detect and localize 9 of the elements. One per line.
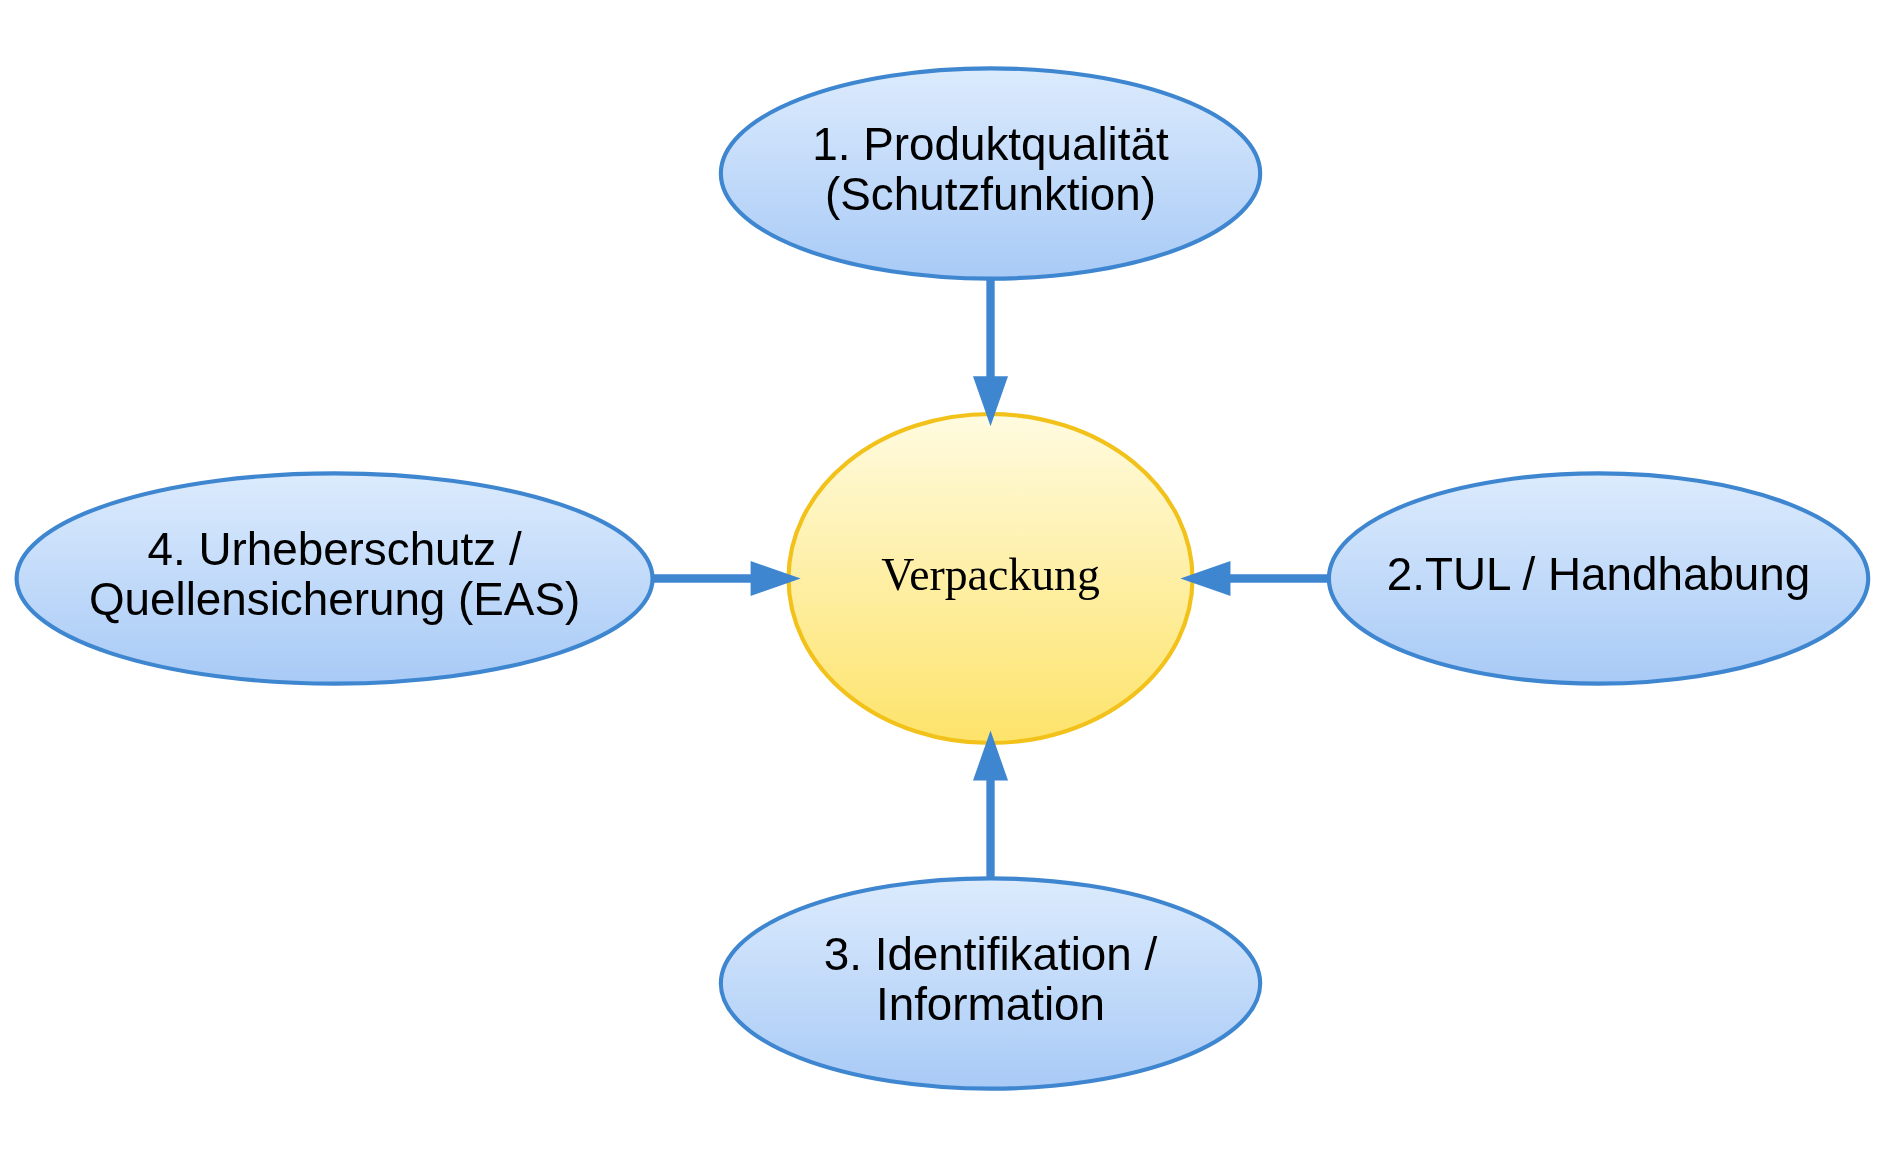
- arrow: [972, 278, 1009, 427]
- arrow: [1180, 560, 1329, 597]
- node-ellipse: 1. Produktqualität (Schutzfunktion): [718, 66, 1263, 281]
- arrow: [652, 560, 801, 597]
- arrow: [972, 730, 1009, 878]
- node-ellipse: Verpackung: [786, 411, 1195, 746]
- node-ellipse: 2.TUL / Handhabung: [1326, 471, 1871, 686]
- node-ellipse: 4. Urheberschutz / Quellensicherung (EAS): [14, 471, 655, 686]
- node-ellipse: 3. Identifikation / Information: [718, 876, 1263, 1091]
